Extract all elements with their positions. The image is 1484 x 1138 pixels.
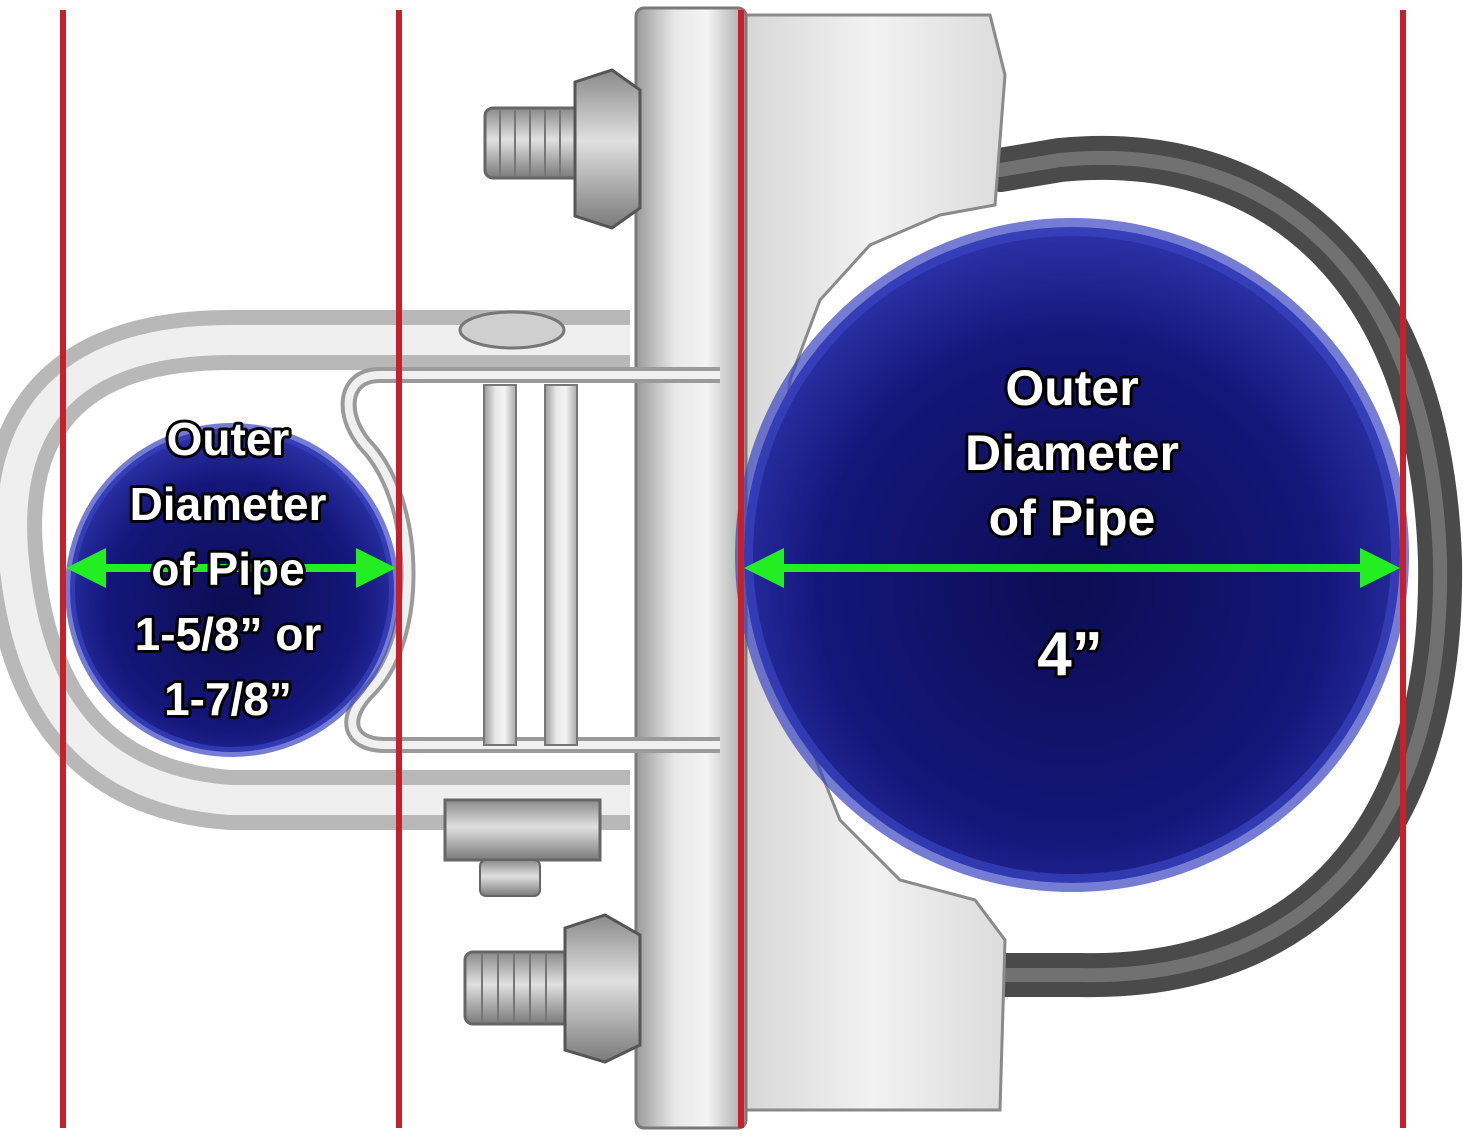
small-label-line-1: Outer	[167, 413, 290, 465]
small-clamp-studs	[443, 310, 602, 897]
large-label-line-1: Outer	[1005, 360, 1138, 416]
large-label-line-2: Diameter	[965, 425, 1179, 481]
guide-lines	[60, 10, 1406, 1128]
bottom-bolt	[463, 913, 642, 1064]
small-label-line-2: Diameter	[130, 478, 327, 530]
small-label-line-4: 1-5/8” or	[135, 608, 322, 660]
small-label-line-5: 1-7/8”	[164, 673, 292, 725]
small-pipe-label: Outer Diameter of Pipe 1-5/8” or 1-7/8”	[127, 410, 330, 728]
small-pipe-section	[70, 428, 394, 752]
large-label-line-3: of Pipe	[989, 490, 1156, 546]
large-pipe-label: Outer Diameter of Pipe 4”	[962, 357, 1182, 692]
large-pipe-measurement: 4”	[1037, 620, 1102, 689]
small-label-line-3: of Pipe	[151, 543, 304, 595]
top-bolt	[483, 68, 642, 230]
center-bar	[634, 6, 748, 1130]
